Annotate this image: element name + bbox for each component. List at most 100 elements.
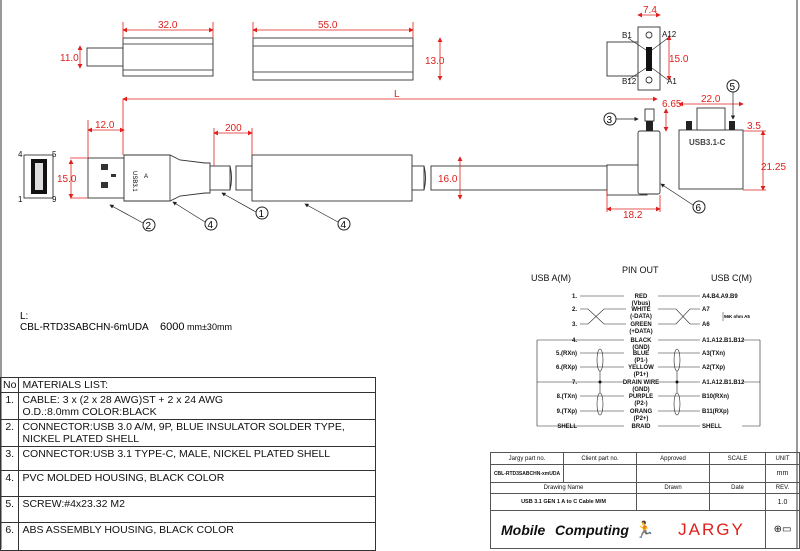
material-no: 4.	[0, 470, 20, 497]
callout-6: 6	[696, 203, 702, 214]
materials-items-3-line1: PVC MOLDED HOUSING, BLACK COLOR	[22, 472, 225, 484]
materials-items-0-line2: O.D.:8.0mm COLOR:BLACK	[22, 406, 157, 418]
pin-labels-a1: A1	[667, 77, 677, 86]
pinout-sub: (+DATA)	[629, 329, 652, 335]
material-desc: CONNECTOR:USB 3.1 TYPE-C, MALE, NICKEL P…	[18, 446, 376, 471]
title-block-unit: mm	[765, 464, 800, 483]
pinout-left: 9.(TXp)	[557, 409, 577, 415]
pinout-right: A1.A12.B1.B12	[702, 380, 745, 386]
resistor-note: 56K ohm A5	[724, 314, 750, 319]
callout-2: 2	[146, 221, 152, 232]
dim-c-pitch: 15.0	[669, 54, 689, 65]
dim-break-length: 200	[225, 123, 242, 134]
pinout-sub: (Vbus)	[632, 301, 651, 307]
materials-items-1-line1: CONNECTOR:USB 3.0 A/M, 9P, BLUE INSULATO…	[22, 421, 345, 433]
pinout-sub: (P2-)	[634, 401, 647, 407]
usb-a-end-view: 4 5 1 9	[18, 150, 57, 204]
body-side-view: 55.0 13.0	[252, 20, 445, 81]
pinout-left: 8.(TXn)	[557, 394, 577, 400]
logo-mobile: Mobile	[501, 521, 546, 538]
pin-labels-p5: 5	[52, 150, 57, 159]
pinout-wire: BLACK	[631, 338, 653, 344]
logo-jargy: JARGY	[678, 519, 745, 539]
pinout-wire: BRAID	[632, 424, 652, 430]
material-no: 5.	[0, 496, 20, 523]
dim-body-height: 13.0	[425, 56, 445, 67]
dimensions-c-body-w: 22.0	[701, 94, 721, 105]
title-block-h-rev: REV.	[765, 482, 800, 494]
pinout-title: PIN OUT	[622, 265, 659, 275]
title-block-rev: 1.0	[765, 493, 800, 511]
markings-a-mark: USB3.1	[131, 171, 137, 192]
material-desc: CONNECTOR:USB 3.0 A/M, 9P, BLUE INSULATO…	[18, 419, 376, 447]
dim-body-length: 55.0	[318, 20, 338, 31]
material-row: 4.PVC MOLDED HOUSING, BLACK COLOR	[0, 470, 376, 497]
material-row: 1.CABLE: 3 x (2 x 28 AWG)ST + 2 x 24 AWG…	[0, 392, 376, 420]
usb-c-connector-front: USB3.1-C 22.0 21.25 3.5	[678, 94, 786, 191]
dim-overall-label: L	[394, 89, 400, 100]
title-block-h-approved: Approved	[636, 452, 710, 465]
materials-items-5-line1: ABS ASSEMBLY HOUSING, BLACK COLOR	[22, 524, 234, 536]
title-block-h-part: Jargy part no.	[490, 452, 564, 465]
pinout-left: 5.(RXn)	[556, 351, 577, 357]
a-plug-side-view: 32.0 11.0	[60, 20, 214, 77]
pinout-wire: PURPLE	[629, 394, 653, 400]
pinout-left: 7.	[572, 380, 577, 386]
pinout-right: A2(TXp)	[702, 365, 725, 371]
title-block-h-drawing: Drawing Name	[490, 482, 637, 494]
callouts: 1 2 3 4 4 5 6	[109, 79, 740, 232]
pinout-wire: DRAIN WIRE	[623, 380, 659, 386]
pinout-left: 3.	[572, 322, 577, 328]
part-number: CBL-RTD3SABCHN-xmUDA	[490, 464, 564, 483]
pinout-sub: (GND)	[632, 387, 649, 393]
callout-5: 5	[730, 82, 736, 93]
dim-c-width: 7.4	[643, 5, 657, 16]
pinout-right: SHELL	[702, 424, 722, 430]
length-note-unit: mm±30mm	[187, 322, 232, 332]
callout-1: 1	[259, 209, 265, 220]
drawn-header: Drawn	[636, 482, 710, 494]
markings-a-sub: A	[144, 174, 148, 180]
cable: 200 16.0	[209, 123, 610, 202]
pinout-wire: WHITE	[631, 307, 650, 313]
pinout-right: A3(TXn)	[702, 351, 725, 357]
pinout-left: 2.	[572, 307, 577, 313]
c-end-view: 7.4 15.0 B1 A12 B12 A1	[606, 5, 689, 91]
pinout-right: B11(RXp)	[702, 409, 729, 415]
pinout-left-header: USB A(M)	[531, 273, 571, 283]
material-row: 2.CONNECTOR:USB 3.0 A/M, 9P, BLUE INSULA…	[0, 419, 376, 447]
pinout-left: SHELL	[557, 424, 577, 430]
pinout-right: A1.A12.B1.B12	[702, 338, 745, 344]
pinout-wire: ORANG	[630, 409, 653, 415]
pinout-wire: GREEN	[630, 322, 651, 328]
pinout-diagram: PIN OUT USB A(M) USB C(M) 1.RED(Vbus)A4.…	[531, 265, 761, 430]
material-row: 5.SCREW:#4x23.32 M2	[0, 496, 376, 523]
callout-3: 3	[607, 115, 613, 126]
dim-a-head-height: 15.0	[57, 174, 77, 185]
dimensions-screw-prot: 6.65	[662, 99, 682, 110]
materials-items-1-line2: NICKEL PLATED SHELL	[22, 433, 140, 445]
markings-c-mark: USB3.1-C	[689, 138, 726, 147]
materials-items-4-line1: SCREW:#4x23.32 M2	[22, 498, 125, 510]
material-desc: SCREW:#4x23.32 M2	[18, 496, 376, 523]
pin-labels-b1: B1	[622, 31, 632, 40]
title-block-h-unit: UNIT	[765, 452, 800, 465]
material-row: 6.ABS ASSEMBLY HOUSING, BLACK COLOR	[0, 522, 376, 551]
pin-labels-a12: A12	[662, 30, 677, 39]
pinout-sub: (-DATA)	[630, 314, 652, 320]
pinout-right: B10(RXn)	[702, 394, 729, 400]
callout-4: 4	[208, 220, 214, 231]
pinout-wire: BLUE	[633, 351, 649, 357]
pin-labels-p1: 1	[18, 195, 23, 204]
usb-c-connector-side: 6.65 18.2	[606, 99, 682, 221]
usb-a-plug: USB3.1 A 12.0 15.0	[57, 120, 211, 202]
pinout-right: A7	[702, 307, 710, 313]
pinout-sub: (P2+)	[634, 416, 649, 422]
dim-plug-height: 11.0	[60, 53, 79, 64]
title-block-h-client: Client part no.	[563, 452, 637, 465]
dimensions-screw-h: 3.5	[747, 121, 761, 132]
title-block-h-scale: SCALE	[709, 452, 766, 465]
